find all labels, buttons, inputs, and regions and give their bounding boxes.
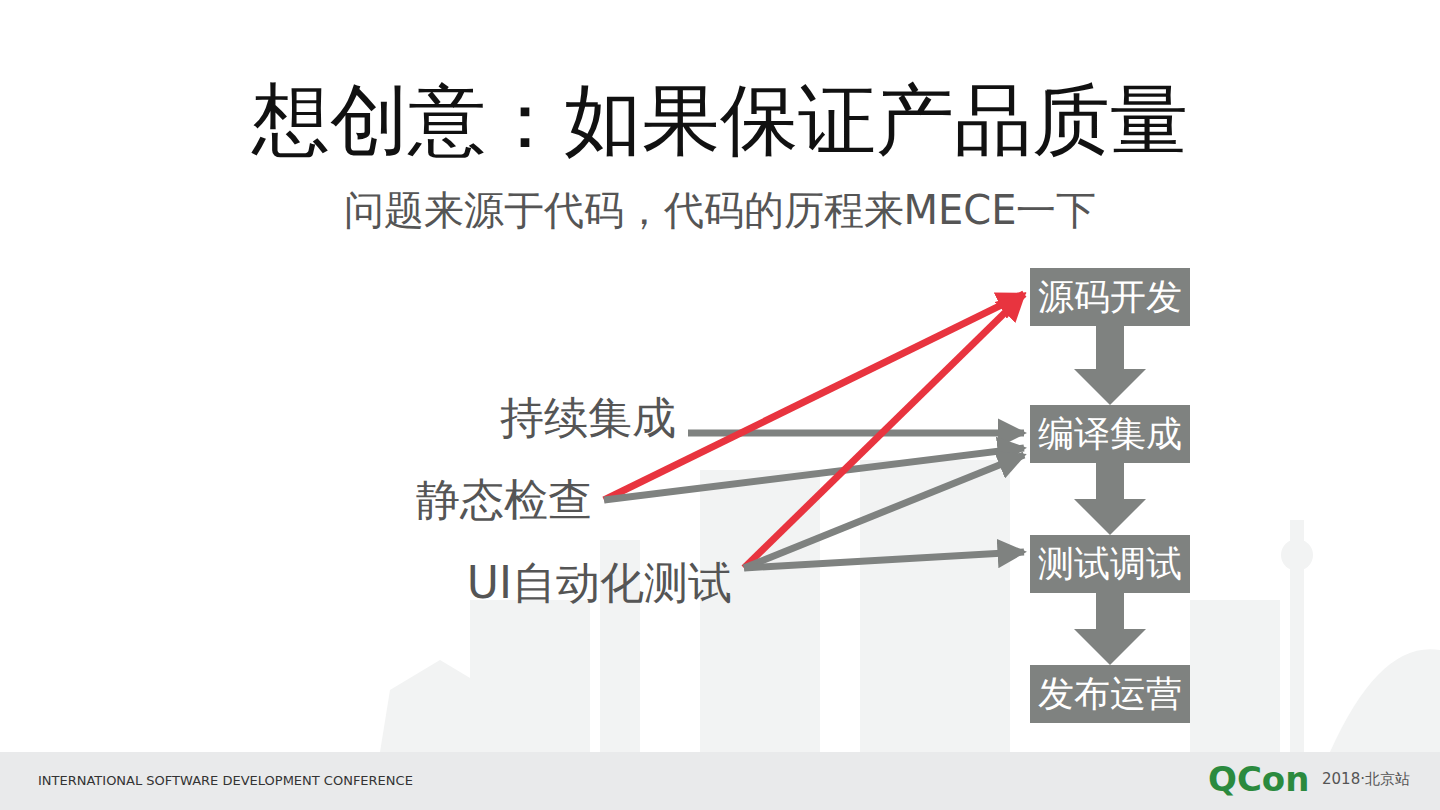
- practice-label: UI自动化测试: [467, 557, 732, 609]
- node-text: 持续集成: [500, 392, 676, 444]
- practice-label: 静态检查: [416, 474, 592, 526]
- flow-arrow: [1074, 463, 1146, 535]
- relation-arrow: [744, 552, 1024, 568]
- practice-label: 持续集成: [500, 392, 676, 444]
- process-box: 编译集成: [1030, 405, 1190, 463]
- node-text: 源码开发: [1036, 276, 1184, 318]
- node-text: 编译集成: [1036, 413, 1184, 455]
- slide-title: 想创意：如果保证产品质量: [0, 70, 1440, 170]
- relation-arrow: [604, 448, 1024, 500]
- process-box: 测试调试: [1030, 535, 1190, 593]
- node-text: UI自动化测试: [467, 557, 732, 609]
- relation-arrow: [744, 455, 1024, 568]
- footer-band: [0, 752, 1440, 810]
- event-edition: 2018·北京站: [1322, 770, 1410, 788]
- brand-logo: QCon: [1208, 759, 1309, 800]
- node-text: 静态检查: [416, 474, 592, 526]
- flow-arrow: [1074, 593, 1146, 665]
- conference-name: INTERNATIONAL SOFTWARE DEVELOPMENT CONFE…: [38, 773, 413, 789]
- flow-arrow: [1074, 326, 1146, 405]
- process-box: 源码开发: [1030, 268, 1190, 326]
- relation-arrow: [744, 294, 1024, 568]
- slide-subtitle: 问题来源于代码，代码的历程来MECE一下: [0, 184, 1440, 236]
- process-box: 发布运营: [1030, 665, 1190, 723]
- node-text: 测试调试: [1036, 543, 1184, 585]
- node-text: 发布运营: [1036, 673, 1184, 715]
